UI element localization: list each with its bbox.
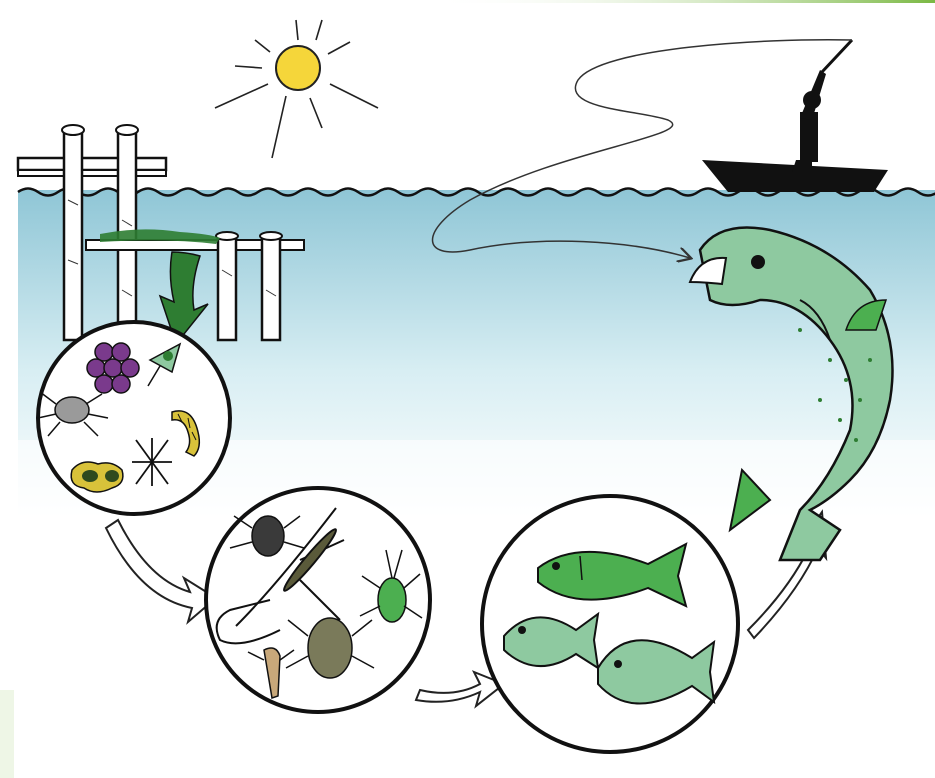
fisherman-in-boat — [702, 40, 888, 192]
flow-arrow-1 — [106, 520, 216, 622]
top-right-accent — [430, 0, 935, 3]
stage-small-fish — [482, 496, 738, 752]
sun — [215, 20, 378, 158]
stage-aquatic-insects — [206, 488, 430, 712]
diatom — [71, 462, 123, 492]
bottom-left-accent — [0, 690, 14, 778]
flow-arrow-2 — [416, 672, 504, 706]
stage-microorganisms — [38, 322, 230, 514]
